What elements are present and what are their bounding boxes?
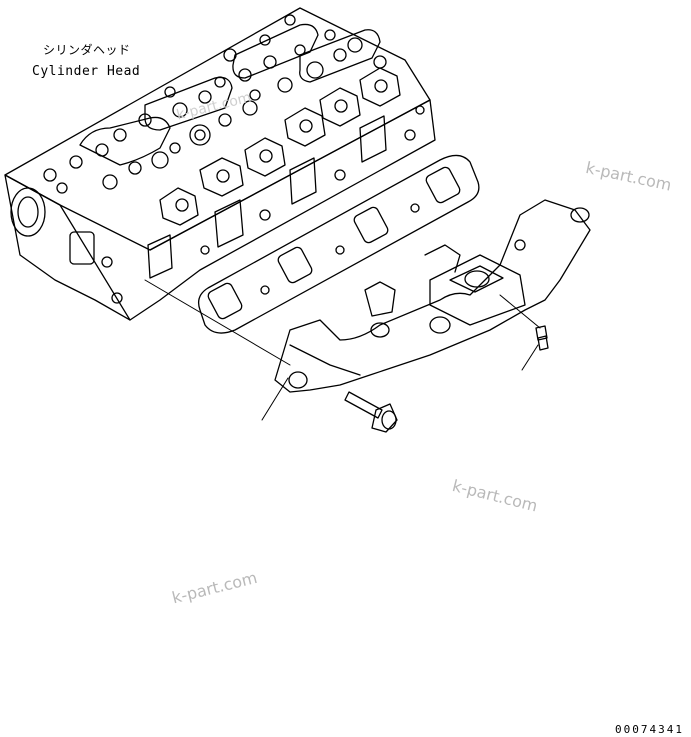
part-name-japanese: シリンダヘッド: [43, 43, 131, 57]
drawing-code: 00074341: [615, 723, 684, 736]
cylinder-head: [4, 7, 436, 321]
small-bolt: [535, 325, 549, 351]
part-name-english: Cylinder Head: [32, 64, 141, 79]
leader-lines: [144, 279, 541, 421]
manifold-bolt: [344, 391, 398, 433]
manifold-gasket: [197, 154, 480, 334]
exhaust-manifold: [274, 199, 591, 393]
